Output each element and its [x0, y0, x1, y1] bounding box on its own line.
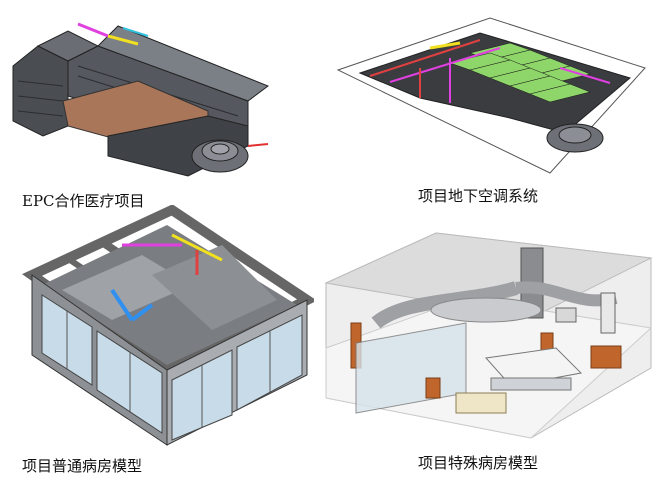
hvac-plan-image	[330, 8, 650, 180]
caption-general-ward: 项目普通病房模型	[22, 457, 143, 475]
caption-epc-hospital: EPC合作医疗项目	[22, 192, 145, 210]
general-ward-image	[22, 205, 314, 450]
special-ward-image	[316, 228, 656, 444]
hospital-building-image	[8, 6, 308, 182]
caption-underground-hvac: 项目地下空调系统	[418, 187, 539, 205]
caption-special-ward: 项目特殊病房模型	[418, 454, 539, 472]
